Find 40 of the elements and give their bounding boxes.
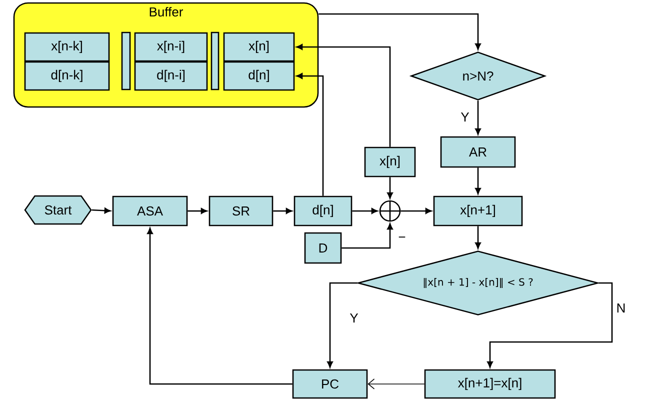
buffer-cell: d[n-k]	[24, 61, 110, 91]
start-terminal: Start	[24, 195, 92, 225]
buffer-cell: d[n]	[223, 61, 295, 91]
separator-bar	[210, 32, 220, 90]
process-box: AR	[440, 136, 516, 168]
arrow	[475, 168, 481, 194]
arrow	[342, 223, 393, 249]
separator-bar	[121, 32, 131, 90]
edge-label: Y	[348, 312, 360, 324]
process-box: x[n+1]=x[n]	[424, 369, 556, 399]
arrow	[475, 100, 481, 135]
process-box: D	[304, 232, 342, 264]
edge-label: N	[615, 302, 627, 314]
arrow	[273, 208, 292, 214]
process-box: SR	[208, 196, 274, 226]
process-box: ASA	[112, 196, 188, 226]
process-box: x[n]	[364, 146, 416, 178]
arrow	[147, 228, 292, 385]
buffer-cell: x[n-k]	[24, 32, 110, 62]
process-box: x[n+1]	[433, 196, 523, 226]
arrow	[188, 208, 208, 214]
arrow	[327, 282, 358, 368]
arrow	[400, 208, 432, 214]
edge-label: −	[397, 236, 407, 242]
buffer-cell: x[n]	[223, 32, 295, 62]
arrow	[92, 208, 111, 214]
arrow	[487, 282, 613, 368]
summing-junction	[379, 200, 401, 222]
arrow	[352, 208, 378, 214]
buffer-cell: x[n-i]	[134, 32, 208, 62]
arrow	[318, 13, 481, 50]
arrow	[368, 378, 425, 390]
process-box: PC	[292, 369, 368, 399]
arrow	[296, 44, 391, 147]
edge-label: Y	[460, 112, 470, 122]
buffer-cell: d[n-i]	[134, 61, 208, 91]
arrow	[387, 177, 393, 199]
arrow	[475, 226, 481, 249]
process-box: d[n]	[294, 196, 352, 226]
arrow	[296, 73, 324, 196]
